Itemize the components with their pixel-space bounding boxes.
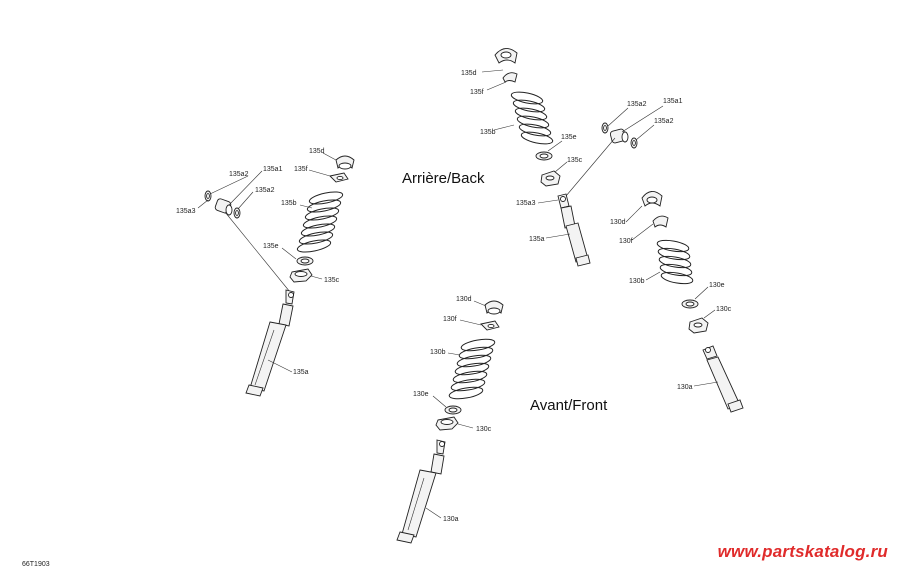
right-front-shock-assembly (625, 191, 744, 413)
left-bushing-135a1 (214, 198, 233, 216)
center-front-adjuster-130c (435, 416, 459, 431)
part-label-135a2[interactable]: 135a2 (627, 101, 647, 108)
part-label-135c[interactable]: 135c (324, 277, 340, 284)
part-label-135f[interactable]: 135f (294, 166, 308, 173)
part-label-135a3[interactable]: 135a3 (176, 208, 196, 215)
part-label-130c[interactable]: 130c (476, 426, 492, 433)
part-label-135e[interactable]: 135e (263, 243, 279, 250)
front-section-title: Avant/Front (530, 397, 608, 414)
left-washer-135a2-outer (233, 207, 241, 219)
left-retainer-135f (329, 172, 349, 183)
part-label-130e[interactable]: 130e (413, 391, 429, 398)
center-front-retainer-130f (480, 320, 500, 331)
part-label-135a[interactable]: 135a (529, 236, 545, 243)
right-front-shock-body-130a (702, 345, 744, 413)
center-front-shock-assembly (396, 300, 504, 544)
center-front-shock-body-130a (396, 439, 446, 544)
part-label-130f[interactable]: 130f (619, 238, 633, 245)
left-adjuster-135c (289, 268, 313, 283)
part-label-135a[interactable]: 135a (293, 369, 309, 376)
part-label-130b[interactable]: 130b (430, 349, 446, 356)
center-front-cap-130d (484, 300, 504, 315)
center-front-coil-spring-130b (448, 338, 496, 400)
part-label-130d[interactable]: 130d (456, 296, 472, 303)
right-front-washer-130e (681, 299, 699, 309)
part-label-130a[interactable]: 130a (443, 516, 459, 523)
right-spring-cap-135d (494, 48, 518, 64)
left-washer-135a3 (204, 190, 212, 202)
part-label-130b[interactable]: 130b (629, 278, 645, 285)
part-label-135a1[interactable]: 135a1 (663, 98, 683, 105)
right-front-retainer-130f (652, 215, 669, 228)
part-label-130d[interactable]: 130d (610, 219, 626, 226)
right-bushing-135a1 (609, 128, 629, 144)
right-rear-shock-assembly (481, 48, 664, 267)
left-shock-body-135a (245, 289, 295, 397)
rear-section-title: Arrière/Back (402, 170, 485, 187)
part-label-135e[interactable]: 135e (561, 134, 577, 141)
right-retainer-135f (502, 72, 518, 83)
part-label-135a2[interactable]: 135a2 (255, 187, 275, 194)
right-front-adjuster-130c (688, 317, 709, 334)
part-label-130c[interactable]: 130c (716, 306, 732, 313)
part-label-130a[interactable]: 130a (677, 384, 693, 391)
part-label-135a1[interactable]: 135a1 (263, 166, 283, 173)
part-label-135d[interactable]: 135d (309, 148, 325, 155)
left-washer-135e (296, 256, 314, 266)
center-front-washer-130e (444, 405, 462, 415)
part-label-130f[interactable]: 130f (443, 316, 457, 323)
right-washer-135e (535, 151, 553, 161)
right-washer-135a2-inner (601, 122, 609, 134)
part-label-135a2[interactable]: 135a2 (654, 118, 674, 125)
right-shock-body-135a (557, 193, 591, 267)
right-front-cap-130d (641, 191, 663, 207)
left-spring-cap-135d (335, 155, 355, 170)
left-rear-shock-assembly (197, 152, 355, 397)
right-washer-135a2-outer (630, 137, 638, 149)
right-front-coil-spring-130b (656, 239, 694, 285)
part-label-135a2[interactable]: 135a2 (229, 171, 249, 178)
part-label-130e[interactable]: 130e (709, 282, 725, 289)
part-label-135c[interactable]: 135c (567, 157, 583, 164)
part-label-135a3[interactable]: 135a3 (516, 200, 536, 207)
watermark-link[interactable]: www.partskatalog.ru (717, 542, 888, 561)
right-coil-spring-135b (510, 91, 554, 145)
diagram-code: 66T1903 (22, 561, 50, 568)
part-label-135f[interactable]: 135f (470, 89, 484, 96)
left-coil-spring-135b (296, 191, 344, 253)
right-adjuster-135c (540, 170, 561, 187)
part-label-135d[interactable]: 135d (461, 70, 477, 77)
part-label-135b[interactable]: 135b (281, 200, 297, 207)
part-label-135b[interactable]: 135b (480, 129, 496, 136)
